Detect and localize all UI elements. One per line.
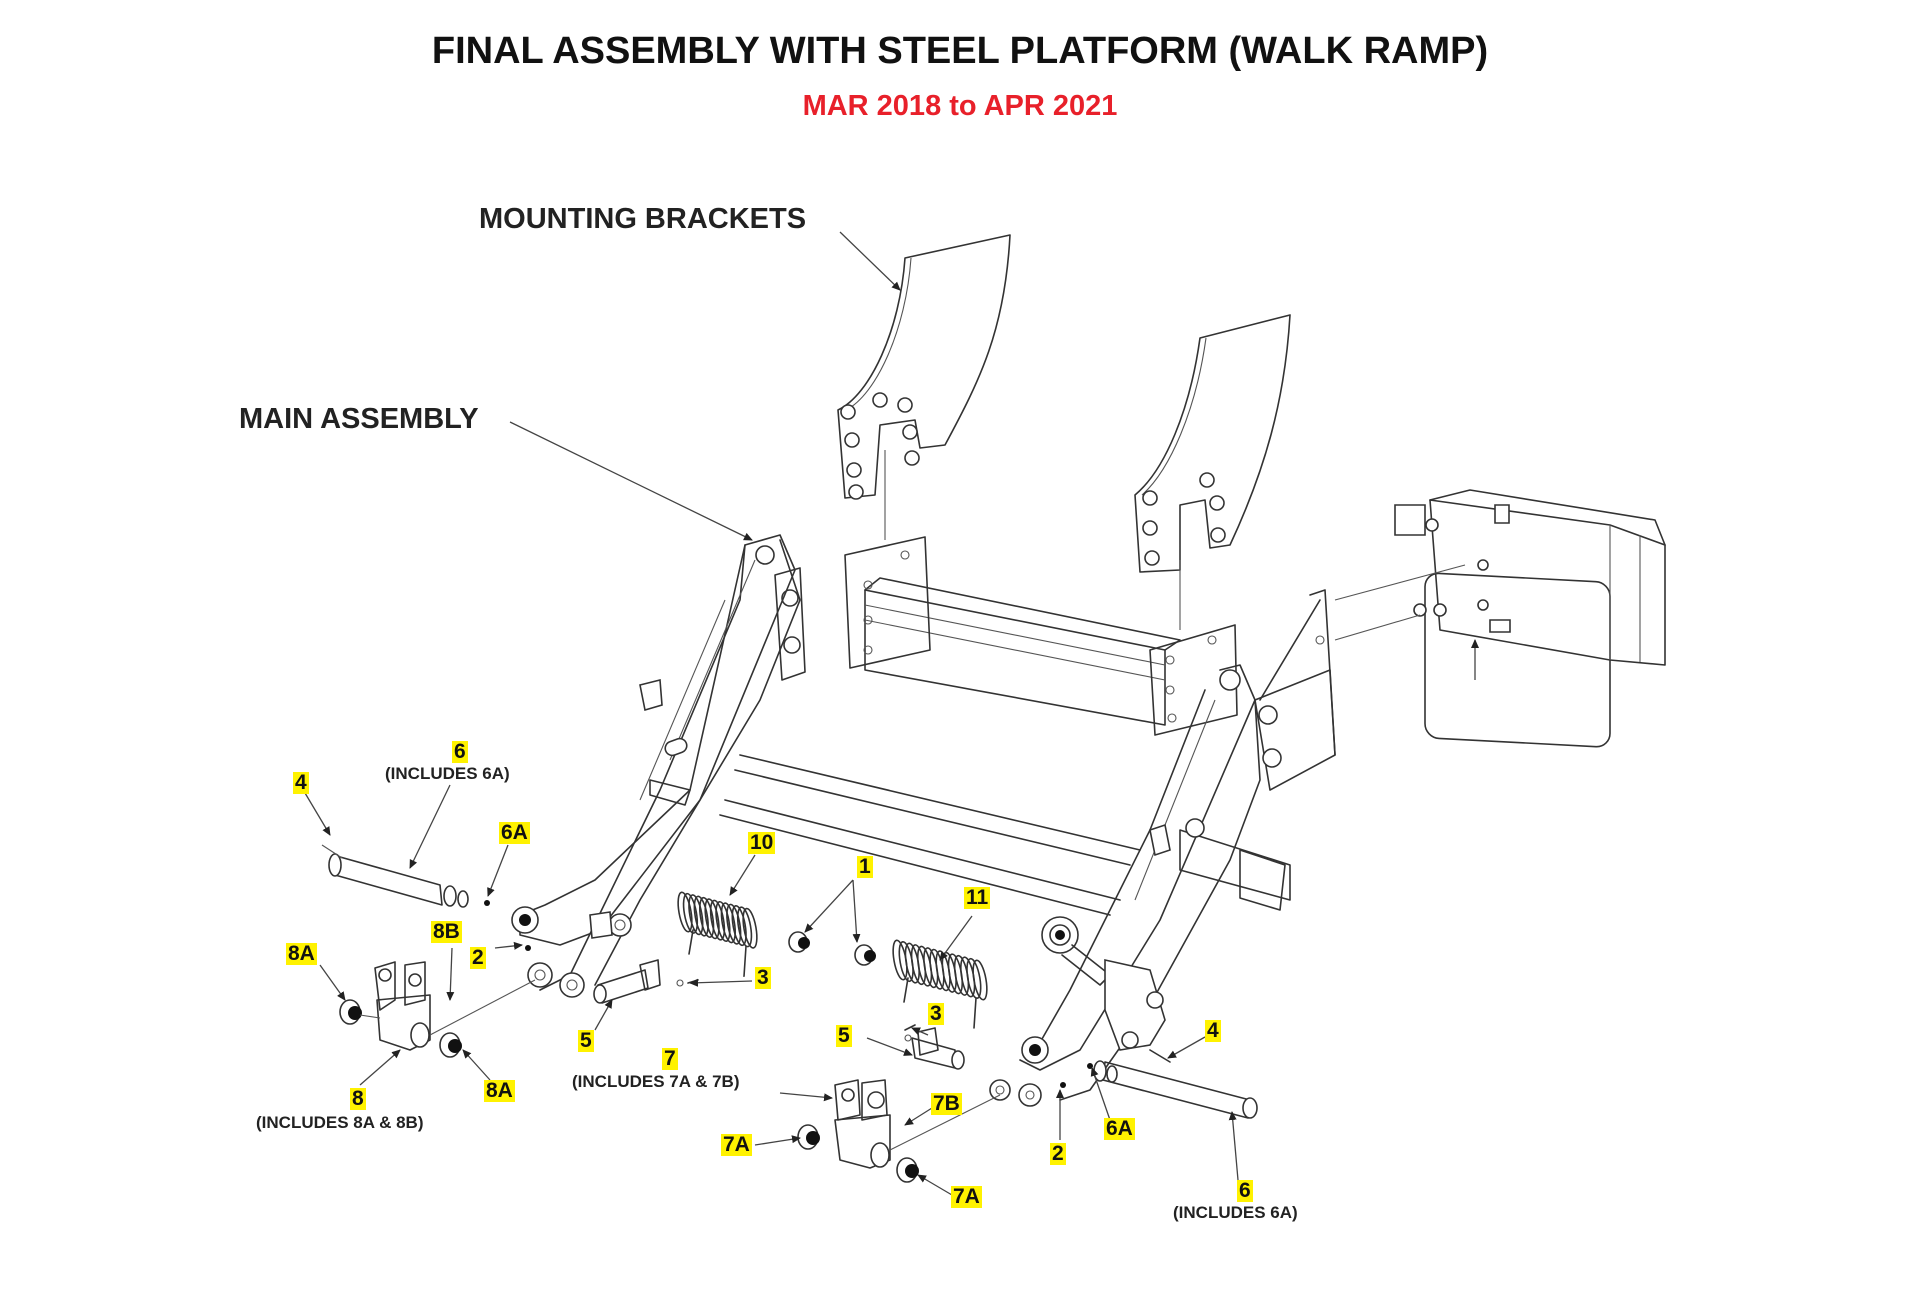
callout-6a-right: 6A [1104,1117,1135,1140]
clip-3-right [905,1025,915,1030]
callout-2-right: 2 [1050,1142,1066,1165]
mounting-bracket-right [1135,315,1290,630]
bracket-8 [340,962,535,1057]
bushings-1 [789,932,876,965]
callout-1: 1 [857,855,873,878]
callout-7a-right: 7A [951,1185,982,1208]
note-6-left: (INCLUDES 6A) [385,764,510,783]
pin-6-right [1087,1050,1257,1118]
label-mounting-brackets: MOUNTING BRACKETS [479,203,807,235]
callout-6a-left: 6A [499,821,530,844]
callout-8b: 8B [431,920,462,943]
callout-10: 10 [748,831,776,854]
note-8: (INCLUDES 8A & 8B) [256,1113,424,1132]
right-lift-arm [990,590,1335,1106]
bolt-group [1143,473,1225,565]
callout-5-left: 5 [578,1029,594,1052]
control-box [1335,490,1665,747]
date-range: MAR 2018 to APR 2021 [802,90,1118,122]
callout-3-center: 3 [755,966,771,989]
callout-6-right: 6 [1237,1179,1253,1202]
callout-11: 11 [964,886,991,909]
callout-4-right: 4 [1205,1019,1221,1042]
callout-7a-left: 7A [721,1133,752,1156]
bolt-group [841,393,919,499]
callout-4-left: 4 [293,771,309,794]
label-main-assembly: MAIN ASSEMBLY [239,403,479,435]
pin-5-left [594,960,683,1003]
pin-6-left [322,845,490,907]
callout-7: 7 [662,1047,678,1070]
leader-lines [305,232,1238,1195]
callout-8a-bottom: 8A [484,1079,515,1102]
main-frame [720,537,1290,915]
callout-2-left: 2 [470,946,486,969]
mounting-bracket-left [838,235,1010,540]
spring-10 [676,891,760,976]
diagram-title: FINAL ASSEMBLY WITH STEEL PLATFORM (WALK… [431,30,1489,72]
callout-8: 8 [350,1087,366,1110]
callout-8a-top: 8A [286,942,317,965]
bracket-7 [798,1080,1000,1182]
left-lift-arm [512,535,800,997]
cotter-2-right [1060,1082,1066,1088]
note-7: (INCLUDES 7A & 7B) [572,1072,740,1091]
callout-5-center: 5 [836,1024,852,1047]
callout-3-right: 3 [928,1002,944,1025]
callout-6-left: 6 [452,740,468,763]
note-6-right: (INCLUDES 6A) [1173,1203,1298,1222]
pin-5-right [905,1028,964,1069]
cotter-2-left [525,945,531,951]
callout-7b: 7B [931,1092,962,1115]
